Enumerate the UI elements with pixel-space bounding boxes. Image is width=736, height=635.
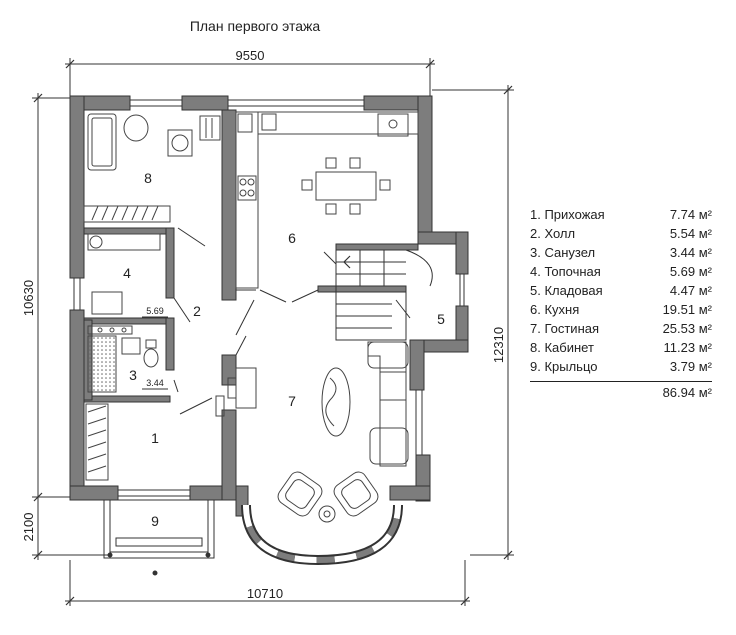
legend-row: 2. Холл 5.54 м² xyxy=(530,224,712,243)
legend-row: 6. Кухня 19.51 м² xyxy=(530,300,712,319)
door-swings xyxy=(173,227,411,415)
dimension-lines xyxy=(32,58,514,606)
dim-top: 9550 xyxy=(236,48,265,63)
dimension-ticks xyxy=(33,59,513,606)
legend-room-name: 9. Крыльцо xyxy=(530,359,598,374)
room-number-6: 6 xyxy=(288,230,296,246)
plan-title: План первого этажа xyxy=(189,18,321,34)
legend-room-name: 6. Кухня xyxy=(530,302,580,317)
staircase xyxy=(335,249,433,341)
legend-room-name: 3. Санузел xyxy=(530,245,596,260)
legend-row: 3. Санузел 3.44 м² xyxy=(530,243,712,262)
dim-left-main: 10630 xyxy=(21,280,36,316)
legend-room-name: 5. Кладовая xyxy=(530,283,603,298)
room-number-1: 1 xyxy=(151,430,159,446)
legend-room-name: 2. Холл xyxy=(530,226,576,241)
room-number-9: 9 xyxy=(151,513,159,529)
legend-total-area: 86.94 м² xyxy=(662,385,712,400)
legend-room-area: 7.74 м² xyxy=(669,207,712,222)
room-number-3: 3 xyxy=(129,367,137,383)
furniture xyxy=(83,111,419,523)
room-area-legend: 1. Прихожая 7.74 м² 2. Холл 5.54 м² 3. Сан… xyxy=(530,205,712,404)
legend-row: 5. Кладовая 4.47 м² xyxy=(530,281,712,300)
inline-area-room-4: 5.69 xyxy=(146,306,164,316)
legend-room-area: 4.47 м² xyxy=(669,283,712,298)
room-number-2: 2 xyxy=(193,303,201,319)
dim-right: 12310 xyxy=(491,327,506,363)
room-number-7: 7 xyxy=(288,393,296,409)
legend-row: 9. Крыльцо 3.79 м² xyxy=(530,357,712,376)
legend-divider xyxy=(530,381,712,382)
legend-room-area: 5.54 м² xyxy=(669,226,712,241)
legend-row: 1. Прихожая 7.74 м² xyxy=(530,205,712,224)
windows xyxy=(73,99,465,497)
legend-room-area: 11.23 м² xyxy=(663,340,712,355)
legend-room-area: 3.79 м² xyxy=(669,359,712,374)
legend-room-area: 25.53 м² xyxy=(662,321,712,336)
dim-bottom: 10710 xyxy=(247,586,283,601)
legend-room-area: 19.51 м² xyxy=(662,302,712,317)
legend-row: 8. Кабинет 11.23 м² xyxy=(530,338,712,357)
legend-row: 7. Гостиная 25.53 м² xyxy=(530,319,712,338)
porch xyxy=(103,499,215,576)
room-number-5: 5 xyxy=(437,311,445,327)
exterior-walls xyxy=(69,95,469,517)
legend-room-name: 8. Кабинет xyxy=(530,340,594,355)
legend-room-area: 3.44 м² xyxy=(669,245,712,260)
inline-area-room-3: 3.44 xyxy=(146,378,164,388)
room-number-4: 4 xyxy=(123,265,131,281)
legend-room-name: 7. Гостиная xyxy=(530,321,600,336)
room-number-8: 8 xyxy=(144,170,152,186)
legend-room-area: 5.69 м² xyxy=(669,264,712,279)
legend-room-name: 1. Прихожая xyxy=(530,207,605,222)
dim-left-porch: 2100 xyxy=(21,513,36,542)
legend-room-name: 4. Топочная xyxy=(530,264,601,279)
legend-row: 4. Топочная 5.69 м² xyxy=(530,262,712,281)
bay-window xyxy=(241,504,403,566)
interior-walls xyxy=(83,109,419,501)
